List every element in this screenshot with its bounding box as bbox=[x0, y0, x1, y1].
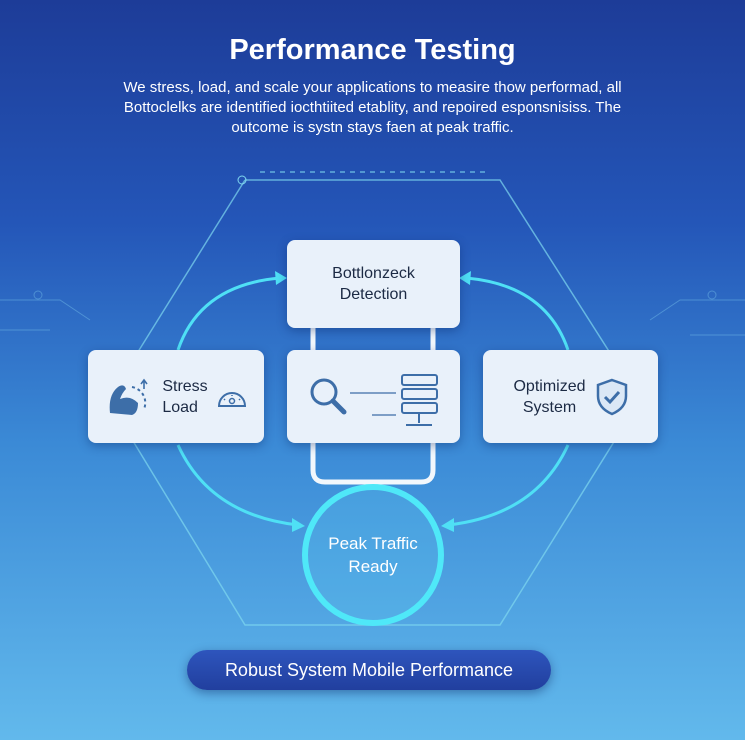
node-label: Ready bbox=[348, 557, 398, 576]
flow-arrows bbox=[176, 276, 570, 527]
circuit-lines bbox=[0, 290, 745, 336]
analysis-card bbox=[287, 350, 460, 443]
magnifier-server-icon bbox=[310, 373, 438, 426]
card-label: Detection bbox=[339, 286, 408, 303]
description-line: outcome is systn stays faen at peak traf… bbox=[231, 119, 514, 136]
footer-banner: Robust System Mobile Performance bbox=[187, 650, 551, 690]
description: We stress, load, and scale your applicat… bbox=[100, 78, 645, 138]
card-label: System bbox=[522, 398, 577, 416]
card-label: Stress bbox=[162, 377, 208, 395]
peak-traffic-node: Peak Traffic Ready bbox=[303, 485, 443, 625]
card-label: Optimized bbox=[513, 377, 586, 395]
description-line: We stress, load, and scale your applicat… bbox=[123, 79, 622, 96]
shield-check-icon bbox=[596, 378, 627, 415]
gauge-icon bbox=[217, 391, 246, 407]
magnifier-icon bbox=[310, 378, 346, 414]
page-title: Performance Testing bbox=[229, 34, 516, 66]
server-icon bbox=[400, 373, 438, 426]
card-label: Bottlonzeck bbox=[332, 265, 415, 282]
node-label: Peak Traffic bbox=[328, 534, 418, 553]
flexed-arm-icon bbox=[109, 378, 148, 415]
peak-traffic-ring bbox=[302, 484, 444, 626]
node-dot bbox=[237, 175, 247, 185]
connector-frame bbox=[310, 328, 436, 485]
description-line: Bottoclelks are identified iocthtiited e… bbox=[123, 99, 622, 116]
card-label: Load bbox=[162, 398, 198, 416]
